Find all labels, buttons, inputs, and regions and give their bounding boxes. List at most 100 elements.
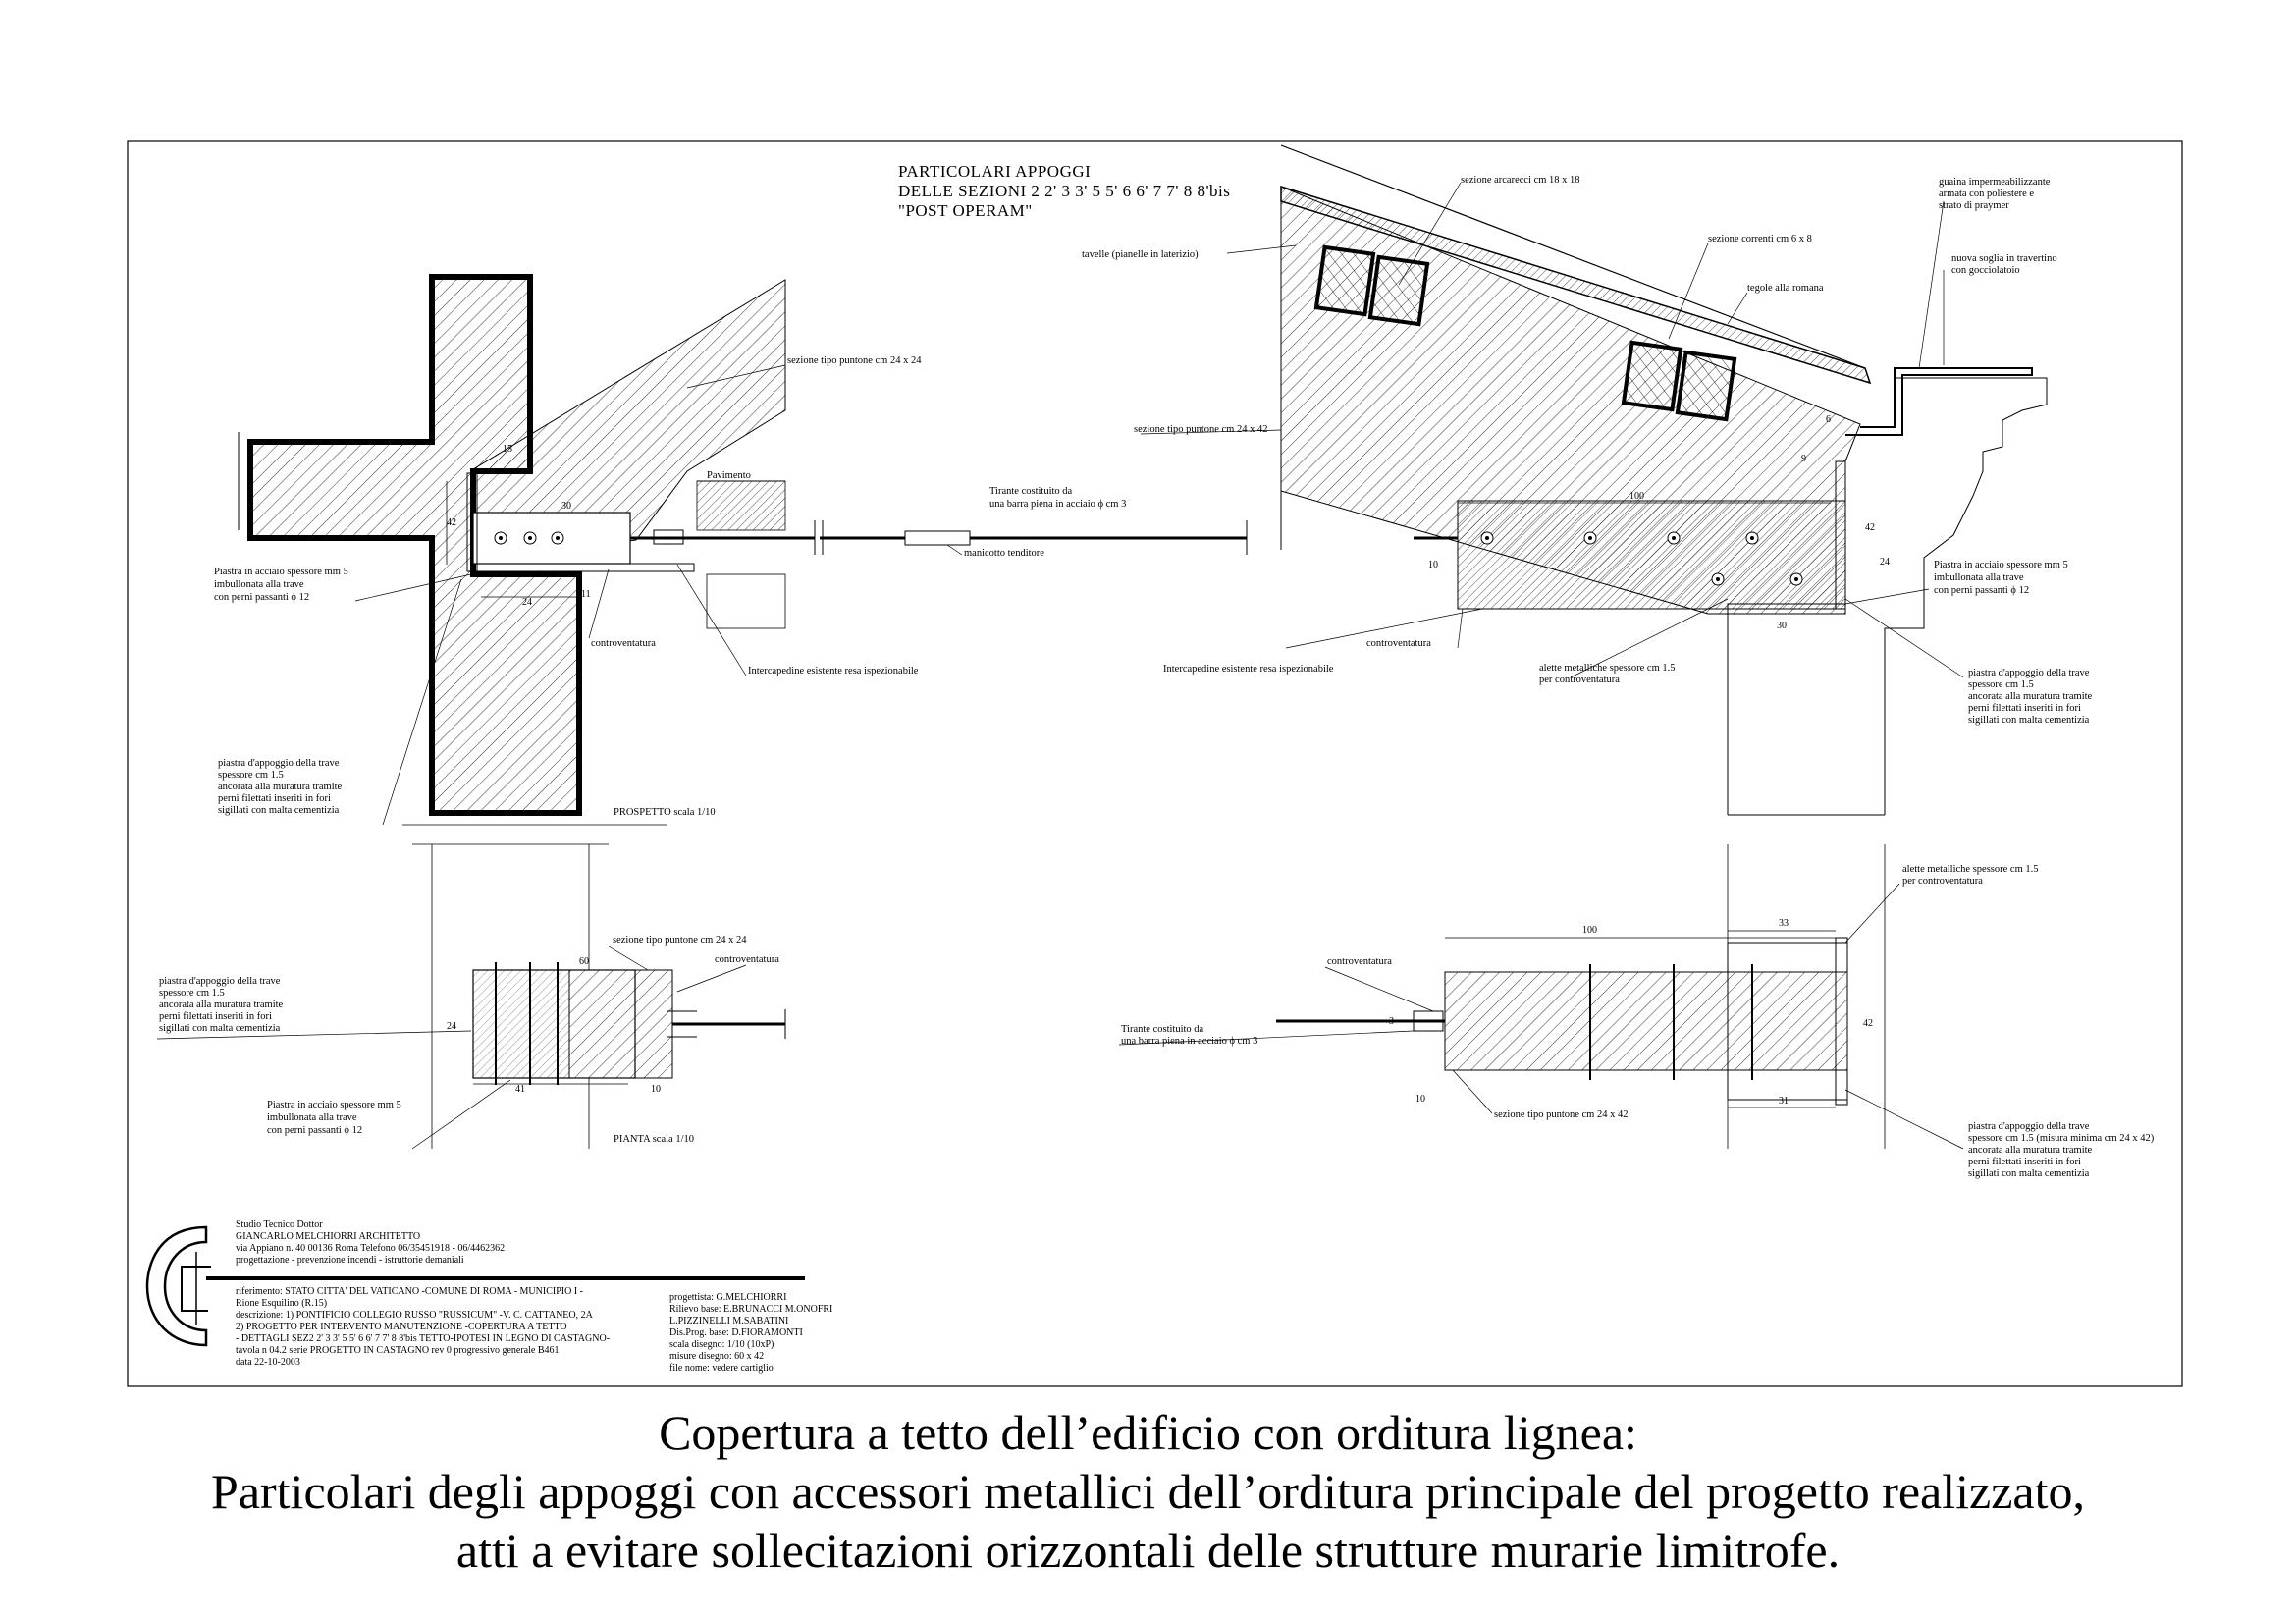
dim-31: 31 bbox=[1779, 1096, 1789, 1107]
label-intercapedine-right: Intercapedine esistente resa ispezionabi… bbox=[1163, 664, 1334, 675]
svg-text:nuova soglia in travertino: nuova soglia in travertino bbox=[1951, 253, 2057, 264]
dim-24: 24 bbox=[522, 597, 532, 608]
svg-text:Piastra in acciaio spessore mm: Piastra in acciaio spessore mm 5 bbox=[1934, 560, 2068, 570]
title-line-2: DELLE SEZIONI 2 2' 3 3' 5 5' 6 6' 7 7' 8… bbox=[898, 182, 1230, 200]
svg-text:imbullonata alla trave: imbullonata alla trave bbox=[1934, 572, 2024, 583]
svg-text:sigillati con malta cementizia: sigillati con malta cementizia bbox=[1968, 715, 2090, 726]
svg-text:perni filettati inseriti in fo: perni filettati inseriti in fori bbox=[159, 1011, 272, 1022]
svg-text:piastra d'appoggio della trave: piastra d'appoggio della trave bbox=[218, 758, 340, 769]
svg-text:imbullonata alla trave: imbullonata alla trave bbox=[214, 579, 304, 590]
svg-text:per controventatura: per controventatura bbox=[1539, 675, 1620, 685]
dim-30: 30 bbox=[561, 501, 571, 512]
tb-right-4: Dis.Prog. base: D.FIORAMONTI bbox=[669, 1327, 803, 1338]
dim-9: 9 bbox=[1801, 454, 1806, 464]
svg-text:spessore cm 1.5: spessore cm 1.5 bbox=[159, 988, 225, 999]
steel-shoe-right bbox=[1457, 500, 1846, 610]
svg-text:ancorata alla muratura tramite: ancorata alla muratura tramite bbox=[159, 1000, 284, 1010]
left-plan: 60 24 41 10 sezione tipo puntone cm 24 x… bbox=[156, 843, 786, 1150]
tb-right-7: file nome: vedere cartiglio bbox=[669, 1363, 774, 1374]
label-sezione-24x42-top: sezione tipo puntone cm 24 x 42 bbox=[1134, 424, 1267, 435]
dim-100-plan: 100 bbox=[1582, 925, 1597, 936]
view-label-pianta: PIANTA scala 1/10 bbox=[614, 1134, 694, 1145]
svg-text:con perni passanti ϕ 12: con perni passanti ϕ 12 bbox=[1934, 585, 2029, 596]
svg-text:Piastra in acciaio spessore mm: Piastra in acciaio spessore mm 5 bbox=[214, 567, 348, 577]
tb-left-5: - DETTAGLI SEZ2 2' 3 3' 5 5' 6 6' 7 7' 8… bbox=[236, 1333, 610, 1344]
tb-right-2: Rilievo base: E.BRUNACCI M.ONOFRI bbox=[669, 1304, 832, 1315]
dim-60: 60 bbox=[579, 956, 589, 967]
dim-3: 3 bbox=[1389, 1016, 1394, 1027]
dim-10-plan: 10 bbox=[651, 1084, 661, 1095]
tie-rod-center: Tirante costituito da una barra piena in… bbox=[814, 486, 1248, 559]
dim-10-right: 10 bbox=[1428, 560, 1438, 570]
label-piastra-acciaio-left: Piastra in acciaio spessore mm 5 imbullo… bbox=[214, 567, 348, 603]
label-tavelle: tavelle (pianelle in laterizio) bbox=[1082, 249, 1199, 260]
label-tegole: tegole alla romana bbox=[1747, 283, 1824, 294]
purlin-pair-1 bbox=[1313, 244, 1430, 327]
dim-42: 42 bbox=[447, 517, 456, 528]
label-alette-plan: alette metalliche spessore cm 1.5 per co… bbox=[1902, 864, 2039, 887]
tb-right-5: scala disegno: 1/10 (10xP) bbox=[669, 1339, 774, 1350]
svg-text:piastra d'appoggio della trave: piastra d'appoggio della trave bbox=[1968, 1121, 2090, 1132]
label-piastra-appoggio-max: piastra d'appoggio della trave spessore … bbox=[1968, 1121, 2155, 1179]
caption-line-2: Particolari degli appoggi con accessori … bbox=[211, 1464, 2085, 1519]
svg-text:sigillati con malta cementizia: sigillati con malta cementizia bbox=[1968, 1168, 2090, 1179]
svg-text:perni filettati inseriti in fo: perni filettati inseriti in fori bbox=[1968, 703, 2081, 714]
svg-text:perni filettati inseriti in fo: perni filettati inseriti in fori bbox=[1968, 1157, 2081, 1167]
svg-text:perni filettati inseriti in fo: perni filettati inseriti in fori bbox=[218, 793, 331, 804]
view-label-prospetto: PROSPETTO scala 1/10 bbox=[614, 807, 716, 818]
label-tirante-plan: Tirante costituito da una barra piena in… bbox=[1121, 1024, 1257, 1047]
tb-left-3: descrizione: 1) PONTIFICIO COLLEGIO RUSS… bbox=[236, 1310, 594, 1321]
caption-line-3: atti a evitare sollecitazioni orizzontal… bbox=[455, 1523, 1841, 1578]
svg-text:guaina impermeabilizzante: guaina impermeabilizzante bbox=[1939, 177, 2051, 188]
right-elevation: 100 10 30 42 24 6 9 sezione arcarecci cm… bbox=[1082, 144, 2093, 816]
svg-text:con perni passanti ϕ 12: con perni passanti ϕ 12 bbox=[214, 592, 309, 603]
label-pavimento: Pavimento bbox=[707, 470, 751, 481]
dim-100-top: 100 bbox=[1629, 491, 1644, 502]
label-controventatura-right: controventatura bbox=[1366, 638, 1431, 649]
svg-text:strato di praymer: strato di praymer bbox=[1939, 200, 2009, 211]
svg-text:piastra d'appoggio della trave: piastra d'appoggio della trave bbox=[159, 976, 281, 987]
svg-text:spessore cm 1.5: spessore cm 1.5 bbox=[1968, 679, 2034, 690]
svg-text:sigillati con malta cementizia: sigillati con malta cementizia bbox=[218, 805, 340, 816]
tb-studio-1: Studio Tecnico Dottor bbox=[236, 1219, 323, 1230]
label-piastra-appoggio-right-top: piastra d'appoggio della trave spessore … bbox=[1968, 668, 2093, 726]
tb-left-7: data 22-10-2003 bbox=[236, 1357, 300, 1368]
dim-30-right: 30 bbox=[1777, 621, 1787, 631]
tb-left-4: 2) PROGETTO PER INTERVENTO MANUTENZIONE … bbox=[236, 1322, 567, 1332]
tb-left-6: tavola n 04.2 serie PROGETTO IN CASTAGNO… bbox=[236, 1345, 560, 1356]
sheet-frame bbox=[127, 140, 2183, 1387]
label-sezione-correnti: sezione correnti cm 6 x 8 bbox=[1708, 234, 1812, 244]
label-controventatura-left: controventatura bbox=[591, 638, 656, 649]
tb-studio-3: via Appiano n. 40 00136 Roma Telefono 06… bbox=[236, 1243, 505, 1254]
svg-text:per controventatura: per controventatura bbox=[1902, 876, 1983, 887]
svg-text:ancorata alla muratura tramite: ancorata alla muratura tramite bbox=[218, 782, 343, 792]
tb-right-1: progettista: G.MELCHIORRI bbox=[669, 1292, 786, 1303]
svg-text:spessore cm 1.5 (misura minima: spessore cm 1.5 (misura minima cm 24 x 4… bbox=[1968, 1133, 2155, 1144]
label-piastra-acciaio-plan: Piastra in acciaio spessore mm 5 imbullo… bbox=[267, 1100, 401, 1136]
svg-text:ancorata alla muratura tramite: ancorata alla muratura tramite bbox=[1968, 1145, 2093, 1156]
svg-text:una barra piena in acciaio ϕ c: una barra piena in acciaio ϕ cm 3 bbox=[1121, 1036, 1257, 1047]
label-controventatura-plan-right: controventatura bbox=[1327, 956, 1392, 967]
label-sezione-24x24: sezione tipo puntone cm 24 x 24 bbox=[787, 355, 922, 366]
label-piastra-appoggio-plan-left: piastra d'appoggio della trave spessore … bbox=[159, 976, 284, 1034]
right-plan: 100 33 31 42 3 10 controventatura Tirant… bbox=[1118, 844, 2155, 1179]
svg-text:sigillati con malta cementizia: sigillati con malta cementizia bbox=[159, 1023, 281, 1034]
label-tirante-1: Tirante costituito da bbox=[989, 486, 1073, 497]
bolts-right bbox=[1480, 531, 1803, 586]
tb-studio-4: progettazione - prevenzione incendi - is… bbox=[236, 1255, 464, 1266]
svg-text:con gocciolatoio: con gocciolatoio bbox=[1951, 265, 2020, 276]
tb-left-2: Rione Esquilino (R.15) bbox=[236, 1298, 327, 1309]
label-sezione-24x24-plan: sezione tipo puntone cm 24 x 24 bbox=[613, 935, 747, 946]
label-tirante-2: una barra piena in acciaio ϕ cm 3 bbox=[989, 499, 1126, 510]
dim-41: 41 bbox=[515, 1084, 525, 1095]
svg-text:imbullonata alla trave: imbullonata alla trave bbox=[267, 1112, 357, 1123]
label-intercapedine-left: Intercapedine esistente resa ispezionabi… bbox=[748, 666, 919, 676]
label-sezione-24x42-plan: sezione tipo puntone cm 24 x 42 bbox=[1494, 1109, 1628, 1120]
purlin-pair-2 bbox=[1621, 340, 1737, 422]
label-piastra-appoggio-left: piastra d'appoggio della trave spessore … bbox=[218, 758, 343, 816]
svg-text:armata con poliestere e: armata con poliestere e bbox=[1939, 189, 2034, 199]
svg-text:Piastra in acciaio spessore mm: Piastra in acciaio spessore mm 5 bbox=[267, 1100, 401, 1110]
dim-42-right: 42 bbox=[1865, 522, 1875, 533]
dim-33: 33 bbox=[1779, 918, 1789, 929]
